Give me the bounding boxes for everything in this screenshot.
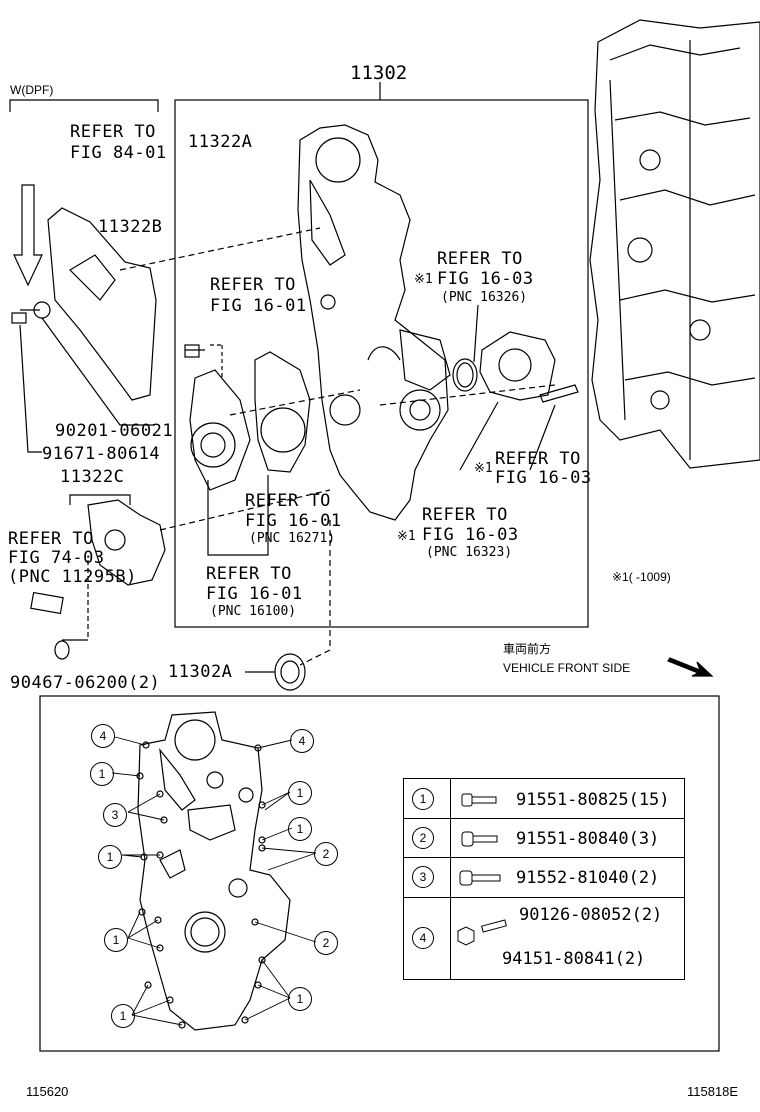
assembly-part-number[interactable]: 11302 <box>350 62 408 84</box>
legend-part[interactable]: 91551-80840(3) <box>516 829 660 849</box>
refer-fig-16-03-c-line2[interactable]: FIG 16-03 <box>422 525 519 545</box>
front-side-en: VEHICLE FRONT SIDE <box>503 661 631 675</box>
bolt-icon <box>461 831 498 847</box>
refer-fig-16-01-c-line2[interactable]: FIG 16-01 <box>206 584 303 604</box>
refer-fig-16-01-a-line1[interactable]: REFER TO <box>210 275 296 295</box>
legend-num: 1 <box>412 788 434 810</box>
part-90467-06200[interactable]: 90467-06200(2) <box>10 673 161 693</box>
engine-block <box>589 19 760 469</box>
bolt-legend-table: 1 91551-80825(15) 2 91551-80840(3) 3 915… <box>403 778 685 980</box>
refer-fig-16-01-c-line1[interactable]: REFER TO <box>206 564 292 584</box>
callout-3: 3 <box>103 803 127 827</box>
dpf-bracket <box>9 99 159 112</box>
refer-fig-84-01-line2[interactable]: FIG 84-01 <box>70 143 167 163</box>
footnote: ※1( -1009) <box>612 570 671 584</box>
refer-fig-16-03-c-line1[interactable]: REFER TO <box>422 505 508 525</box>
cover-11322b <box>47 207 157 401</box>
legend-row: 2 91551-80840(3) <box>404 818 684 858</box>
assembly-frame <box>174 99 589 628</box>
refer-fig-16-03-c-pnc: (PNC 16323) <box>426 545 513 560</box>
note-mark: ※1 <box>397 529 416 544</box>
note-mark: ※1 <box>414 272 433 287</box>
refer-fig-16-01-b-line1[interactable]: REFER TO <box>245 491 331 511</box>
callout-1: 1 <box>288 781 312 805</box>
refer-fig-74-03-pnc: (PNC 11295B) <box>8 567 137 587</box>
bolt-detail-box <box>39 695 720 1052</box>
legend-part[interactable]: 91551-80825(15) <box>516 790 670 810</box>
legend-part[interactable]: 94151-80841(2) <box>502 949 646 969</box>
callout-1: 1 <box>90 762 114 786</box>
refer-fig-16-03-b-line1[interactable]: REFER TO <box>495 449 581 469</box>
cover-11322c <box>87 499 166 586</box>
callout-1: 1 <box>288 817 312 841</box>
refer-fig-16-03-a-pnc: (PNC 16326) <box>441 290 528 305</box>
stud-and-nut-icon <box>457 919 507 946</box>
refer-fig-16-03-a-line1[interactable]: REFER TO <box>437 249 523 269</box>
timing-cover <box>297 124 449 521</box>
part-91671-80614[interactable]: 91671-80614 <box>42 444 161 464</box>
dpf-variant-label: W(DPF) <box>10 83 54 97</box>
callout-2: 2 <box>314 931 338 955</box>
refer-fig-16-01-b-pnc: (PNC 16271) <box>249 531 336 546</box>
legend-num: 3 <box>412 866 434 888</box>
refer-fig-74-03-line2[interactable]: FIG 74-03 <box>8 548 105 568</box>
refer-fig-16-03-a-line2[interactable]: FIG 16-03 <box>437 269 534 289</box>
front-arrow <box>667 657 714 677</box>
bolt-icon <box>461 793 497 807</box>
legend-row: 4 90126-08052(2) 94151-80841(2) <box>404 897 684 979</box>
part-11302a[interactable]: 11302A <box>168 662 233 682</box>
callout-1: 1 <box>98 845 122 869</box>
part-11322b[interactable]: 11322B <box>98 217 163 237</box>
refer-fig-74-03-line1[interactable]: REFER TO <box>8 529 94 549</box>
part-11322a[interactable]: 11322A <box>188 132 253 152</box>
front-side-jp: 車両前方 <box>503 642 552 656</box>
footer-left-code: 115620 <box>26 1084 69 1099</box>
refer-fig-84-01-line1[interactable]: REFER TO <box>70 122 156 142</box>
legend-num: 4 <box>412 927 434 949</box>
water-pump <box>189 369 251 491</box>
callout-2: 2 <box>314 842 338 866</box>
bolt-icon <box>459 870 501 886</box>
callout-4: 4 <box>91 724 115 748</box>
refer-fig-16-03-b-line2[interactable]: FIG 16-03 <box>495 468 592 488</box>
refer-fig-16-01-b-line2[interactable]: FIG 16-01 <box>245 511 342 531</box>
footer-right-code: 115818E <box>687 1084 739 1099</box>
note-mark: ※1 <box>474 461 493 476</box>
part-90201-06021[interactable]: 90201-06021 <box>55 421 174 441</box>
callout-1: 1 <box>111 1004 135 1028</box>
legend-num: 2 <box>412 827 434 849</box>
refer-fig-16-01-c-pnc: (PNC 16100) <box>210 604 297 619</box>
callout-1: 1 <box>104 928 128 952</box>
down-arrow <box>13 184 43 287</box>
legend-row: 3 91552-81040(2) <box>404 857 684 898</box>
legend-row: 1 91551-80825(15) <box>404 779 684 819</box>
callout-1: 1 <box>288 987 312 1011</box>
part-11322c[interactable]: 11322C <box>60 467 125 487</box>
refer-fig-16-01-a-line2[interactable]: FIG 16-01 <box>210 296 307 316</box>
callout-4: 4 <box>290 729 314 753</box>
legend-part[interactable]: 91552-81040(2) <box>516 868 660 888</box>
legend-part[interactable]: 90126-08052(2) <box>519 905 663 925</box>
